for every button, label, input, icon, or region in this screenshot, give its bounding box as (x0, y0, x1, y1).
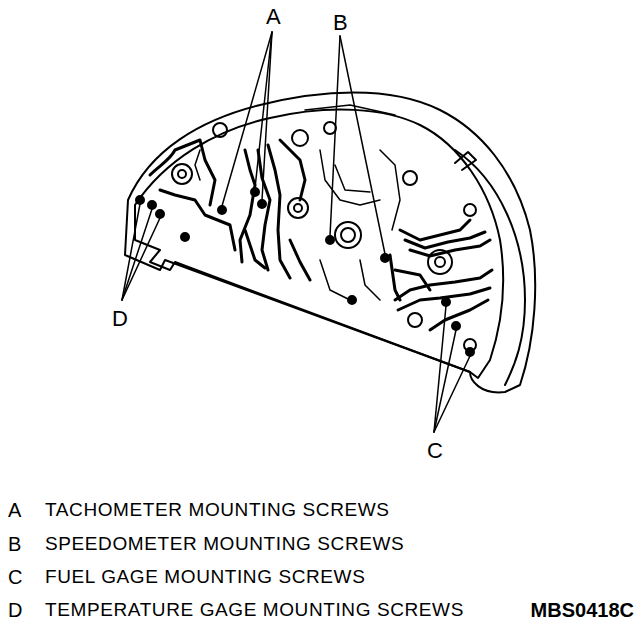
legend-letter: B (8, 534, 21, 554)
cluster-housing (125, 93, 535, 393)
mounting-screws (136, 188, 474, 356)
legend-letter: D (8, 600, 22, 620)
callout-letter: A (266, 6, 281, 28)
circuit-fine-lines (195, 105, 400, 300)
callout-letter: C (427, 440, 443, 462)
legend-letter: A (8, 500, 21, 520)
legend-text: SPEEDOMETER MOUNTING SCREWS (45, 534, 404, 553)
legend-text: TEMPERATURE GAGE MOUNTING SCREWS (45, 600, 464, 619)
gauge-sockets (172, 122, 476, 351)
legend-letter: C (8, 567, 22, 587)
callout-letter: B (333, 12, 348, 34)
legend-text: TACHOMETER MOUNTING SCREWS (45, 500, 390, 519)
circuit-traces (150, 140, 492, 330)
housing-rim (455, 150, 525, 385)
figure-id: MBS0418C (531, 600, 634, 620)
legend-text: FUEL GAGE MOUNTING SCREWS (45, 567, 365, 586)
callout-letter: D (112, 308, 128, 330)
circuit-plate (135, 110, 503, 378)
leader-lines (122, 32, 470, 432)
